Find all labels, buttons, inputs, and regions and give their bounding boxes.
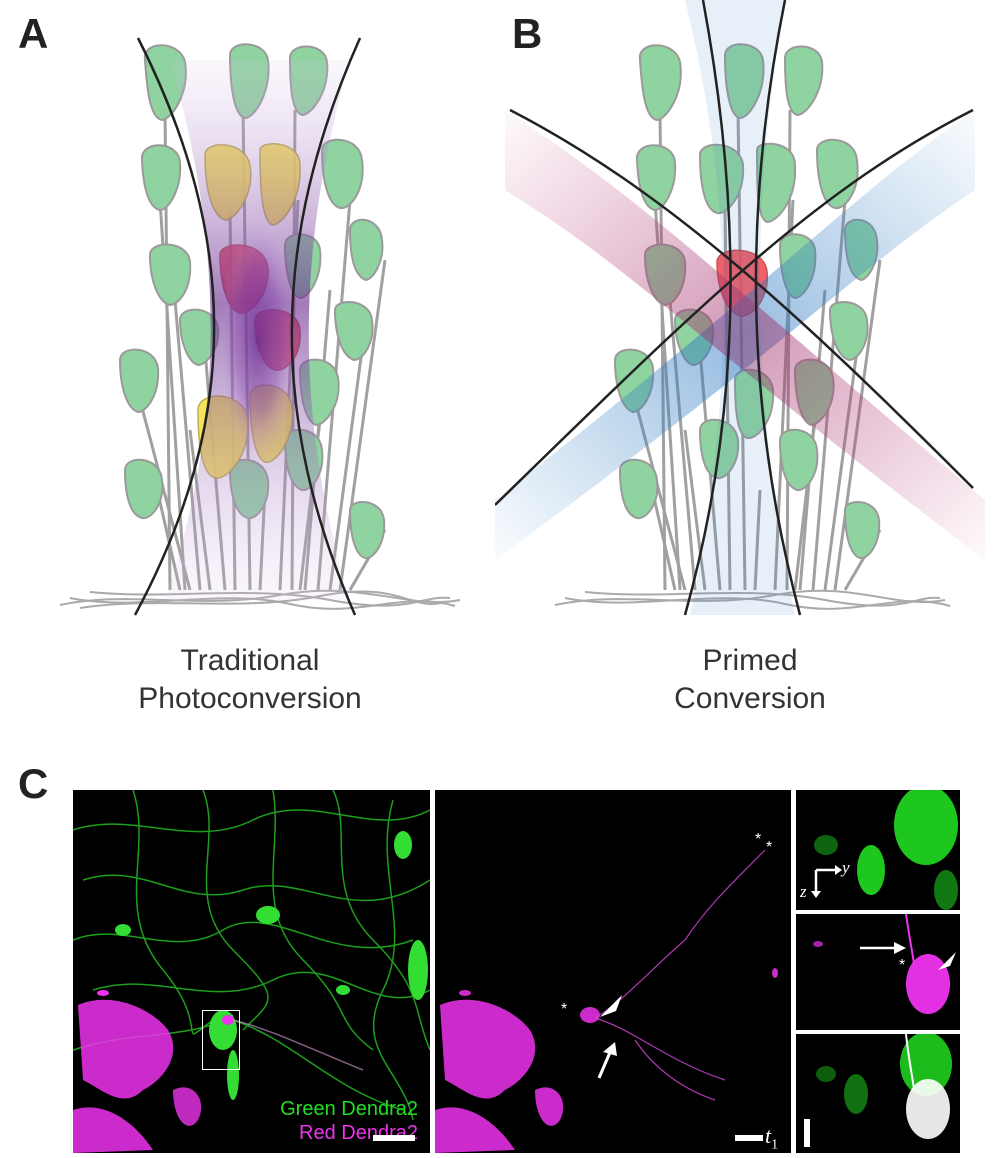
purple-focus — [220, 220, 296, 460]
inset-red-art — [813, 914, 950, 1014]
micrograph-red-art — [435, 849, 778, 1153]
panel-b-caption: Primed Conversion — [600, 642, 900, 718]
arrowhead-icon — [600, 995, 622, 1017]
beam-left-edge — [133, 37, 216, 616]
axis-z-label: z — [800, 882, 807, 901]
vert-line-1 — [683, 0, 732, 616]
magenta-beam — [505, 110, 985, 560]
star-marker-inset: * — [899, 957, 906, 974]
panel-b-caption-line1: Primed — [702, 644, 798, 677]
micrograph-red: * * * t1 — [435, 790, 791, 1153]
panel-b-letter: B — [512, 10, 543, 57]
star-marker-3: * — [561, 1001, 568, 1018]
time-label-subscript: 1 — [771, 1137, 779, 1153]
panel-a-caption-line2: Photoconversion — [138, 682, 362, 715]
panel-c-letter: C — [18, 760, 49, 807]
micrograph-merged-art — [73, 790, 430, 1153]
vert-line-2 — [754, 0, 802, 616]
diag-line-2 — [495, 108, 974, 506]
axis-arrows-icon — [811, 865, 842, 898]
axis-y-label: y — [842, 858, 850, 877]
inset-green: y z — [796, 790, 960, 910]
panel-a-letter: A — [18, 10, 49, 57]
time-label: t1 — [765, 1123, 778, 1153]
panel-b-diagram — [495, 0, 985, 616]
inset-red: * — [796, 914, 960, 1030]
scale-bar-inset — [804, 1119, 810, 1147]
inset-merged-art — [816, 1034, 952, 1139]
panel-a-diagram — [59, 37, 461, 616]
scale-bar-merged — [373, 1135, 415, 1141]
micrograph-merged: Green Dendra2 Red Dendra2 — [73, 790, 430, 1153]
legend-red-dendra2: Red Dendra2 — [299, 1122, 418, 1144]
star-marker-1: * — [755, 831, 762, 848]
dendrite-mesh-b — [554, 589, 951, 610]
arrow-icon-inset — [860, 942, 906, 954]
arrow-icon — [597, 1042, 617, 1079]
beam-right-edge — [290, 37, 362, 616]
panel-a-caption-line1: Traditional — [180, 644, 320, 677]
panel-a-caption: Traditional Photoconversion — [100, 642, 400, 718]
scale-bar-red — [735, 1135, 763, 1141]
star-marker-2: * — [766, 839, 773, 856]
inset-green-art — [814, 790, 958, 910]
arrowhead-icon-inset — [938, 952, 956, 970]
inset-merged — [796, 1034, 960, 1153]
diag-line-1 — [509, 108, 974, 489]
legend-green-dendra2: Green Dendra2 — [280, 1098, 418, 1120]
panel-b-caption-line2: Conversion — [674, 682, 826, 715]
time-label-t: t — [765, 1123, 772, 1148]
roi-box — [202, 1010, 240, 1070]
